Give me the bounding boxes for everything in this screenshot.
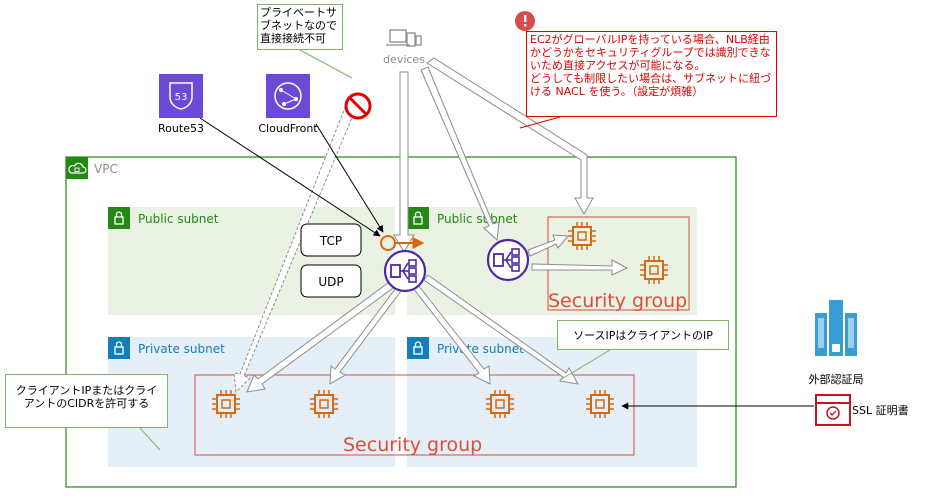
- note-source-ip: ソースIPはクライアントのIP: [557, 320, 729, 350]
- svg-text:53: 53: [175, 92, 188, 103]
- vpc-cloud-icon: [66, 157, 88, 179]
- udp-label: UDP: [318, 275, 343, 289]
- lock-icon: [406, 206, 430, 230]
- vpc-label: VPC: [94, 162, 118, 176]
- arrow-nlb-right-to-ec2-1: [527, 234, 570, 257]
- arrow-nlb-to-ec2-2: [329, 287, 402, 385]
- arrow-cloudfront-to-nlb: [315, 123, 384, 233]
- nlb-icon: [383, 249, 427, 293]
- arrow-devices-to-nlb-right: [420, 66, 500, 242]
- arrow-nlb-to-ec2-3: [412, 284, 491, 385]
- tcp-label: TCP: [319, 234, 342, 248]
- arrow-nlb-right-to-ec2-2: [531, 259, 629, 276]
- note-pointer-source-ip: [559, 349, 611, 381]
- udp-box: [300, 264, 362, 298]
- security-group-private-label: Security group: [343, 434, 482, 456]
- security-group-private: [194, 374, 635, 456]
- certificate-authority-icon: [815, 300, 857, 356]
- note-pointer-allow: [139, 427, 161, 451]
- route53-label: Route53: [158, 122, 204, 135]
- security-group-public-label: Security group: [548, 290, 687, 312]
- lock-icon: [107, 336, 131, 360]
- tcp-box: [300, 223, 362, 257]
- arrow-route53-to-nlb: [199, 117, 381, 237]
- lock-icon: [406, 336, 430, 360]
- no-entry-icon: [344, 92, 372, 120]
- devices-label: devices: [383, 53, 425, 66]
- note-allow-client: クライアントIPまたはクライアントのCIDRを許可する: [5, 374, 168, 428]
- security-group-public: [547, 216, 690, 311]
- note-ec2-warning: EC2がグローバルIPを持っている場合、NLB経由かどうかをセキュリティグループ…: [526, 31, 777, 117]
- private-subnet-left-label: Private subnet: [138, 342, 225, 356]
- note-private-no-direct: プライベートサブネットなので直接接続不可: [257, 4, 343, 50]
- arrow-direct-access-blocked: [233, 94, 360, 394]
- note-pointer-private: [299, 49, 353, 79]
- cloudfront-icon: [266, 74, 310, 118]
- private-subnet-right-label: Private subnet: [437, 342, 524, 356]
- cloudfront-label: CloudFront: [258, 122, 318, 135]
- public-subnet-right-label: Public subnet: [437, 212, 518, 226]
- private-subnet-right: [407, 337, 697, 467]
- route53-icon: 53: [159, 74, 203, 118]
- arrow-nlb-to-ec2-1: [246, 282, 394, 393]
- public-subnet-left-label: Public subnet: [138, 212, 219, 226]
- warning-icon: [515, 11, 535, 31]
- ca-label: 外部認証局: [809, 372, 864, 386]
- nlb-icon: [486, 238, 530, 282]
- arrow-devices-to-public-ec2: [426, 57, 594, 216]
- ssl-certificate-icon: [815, 394, 851, 426]
- lock-icon: [107, 206, 131, 230]
- traffic-arrows: [246, 57, 629, 393]
- arrow-nlb-to-ec2-4: [423, 274, 579, 385]
- listener-icon: [380, 235, 425, 251]
- note-pointer-warning: [519, 116, 561, 129]
- devices-icon: [386, 29, 422, 47]
- ssl-cert-label: SSL 証明書: [852, 403, 909, 417]
